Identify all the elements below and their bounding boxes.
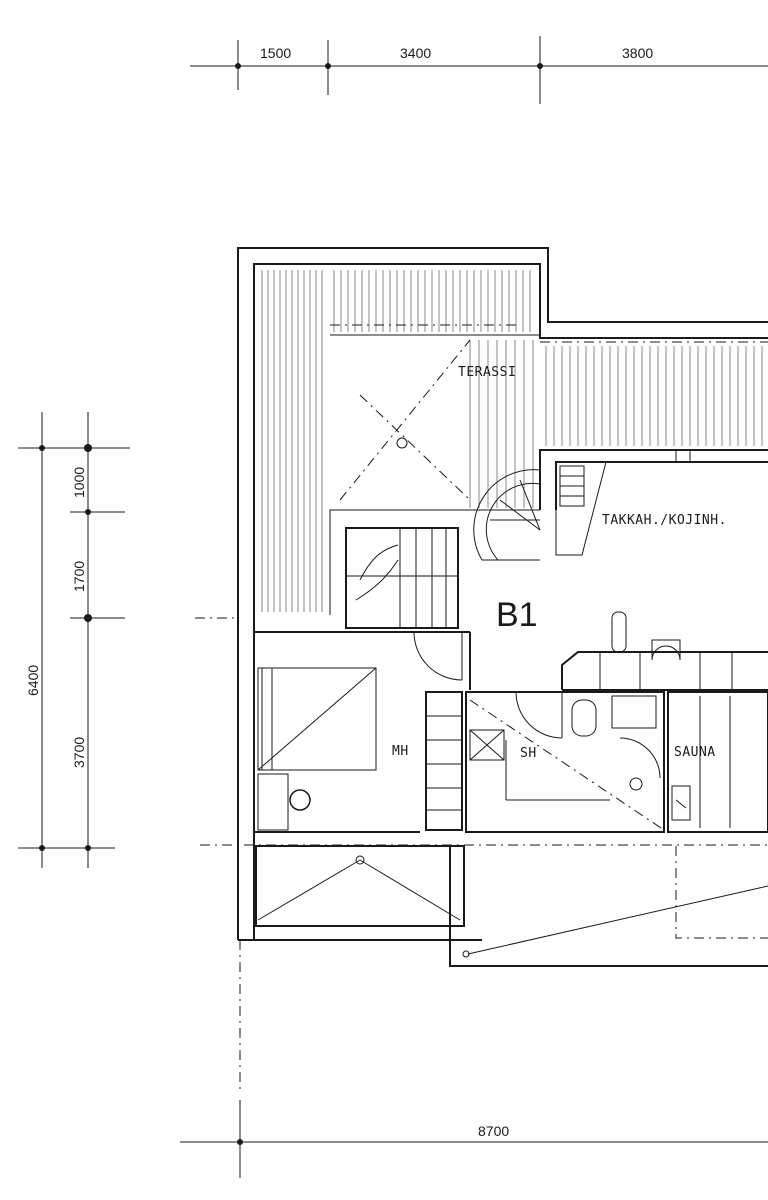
terrace-label: TERASSI: [458, 365, 516, 380]
bathroom: SH: [465, 691, 665, 833]
bedroom-label: MH: [392, 744, 409, 759]
sauna-label: SAUNA: [674, 745, 716, 760]
terrace-area: TERASSI: [329, 324, 768, 615]
kitchen-counter: [561, 611, 768, 691]
dim-top-1: 1500: [260, 45, 291, 61]
bottom-dimension-line: 8700: [180, 1100, 768, 1178]
dim-left-1: 1000: [71, 467, 87, 498]
sauna: SAUNA: [667, 691, 768, 833]
living-room-walls: TAKKAH./KOJINH.: [539, 449, 768, 556]
dim-left-2: 1700: [71, 561, 87, 592]
left-dimension-lines: 6400 1000 1700 3700: [18, 412, 130, 868]
outer-walls: [237, 247, 768, 941]
dim-top-2: 3400: [400, 45, 431, 61]
dim-top-3: 3800: [622, 45, 653, 61]
bedroom: MH: [254, 631, 471, 833]
spiral-stair: [473, 469, 541, 561]
terrace-hatching: [261, 270, 763, 612]
bathroom-label: SH: [520, 746, 537, 761]
dim-left-3: 3700: [71, 737, 87, 768]
wardrobe: [425, 691, 463, 831]
living-room-label: TAKKAH./KOJINH.: [602, 513, 727, 528]
top-dimension-line: 1500 3400 3800: [190, 36, 768, 104]
dim-left-total: 6400: [25, 665, 41, 696]
unit-label: B1: [496, 596, 538, 634]
dim-bottom: 8700: [478, 1123, 509, 1139]
grid-axes: [195, 617, 768, 1090]
balcony: [255, 845, 768, 967]
main-stair: [345, 527, 459, 629]
